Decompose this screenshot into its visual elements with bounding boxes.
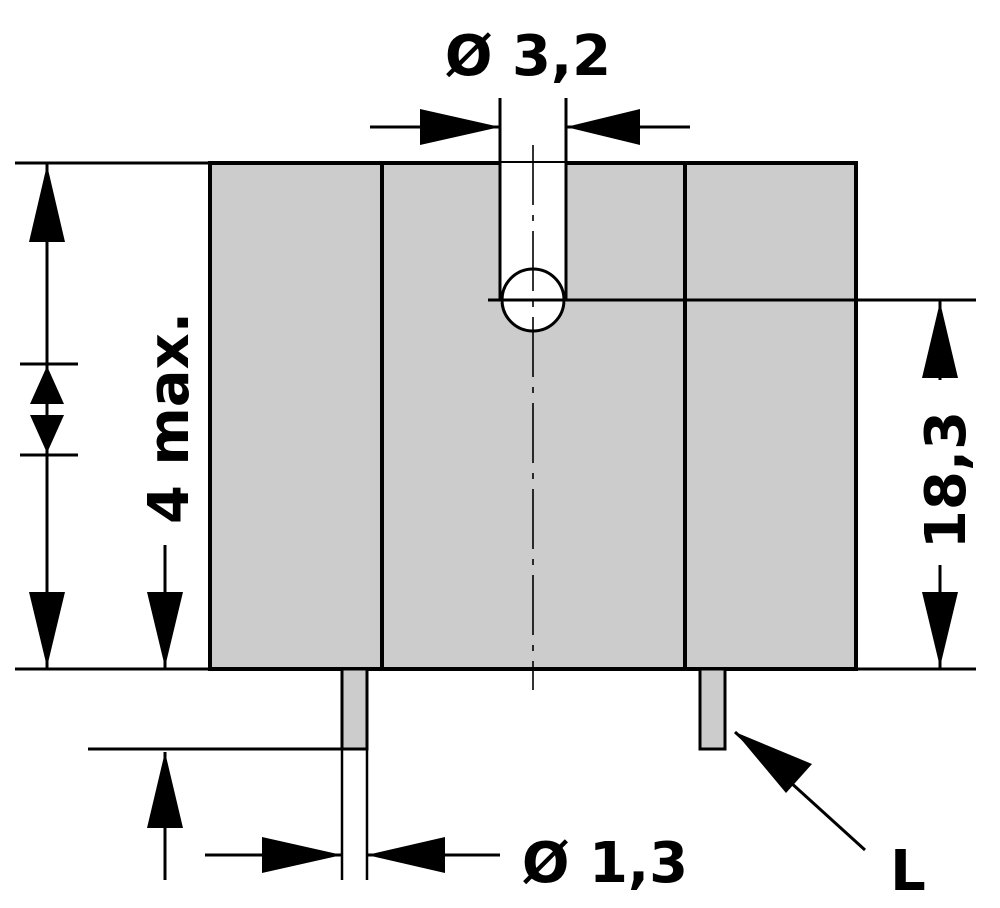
pin-length-arrowhead [147,752,183,828]
pin-dim-arrowhead-right [367,837,445,873]
label-pin-diameter: Ø 1,3 [522,831,688,896]
dimension-arrows [29,109,958,880]
max-height-arrowhead [147,592,183,667]
dimension-labels: Ø 3,2 Ø 1,3 4 max. 18,3 L [137,24,979,904]
small-arrowhead-down [30,415,64,453]
label-pin-length: L [890,839,926,904]
label-hole-offset: 18,3 [914,411,979,549]
small-arrowhead-up [30,366,64,404]
pin-dim-arrowhead-left [262,837,342,873]
hole-dim-arrowhead-right [566,109,640,145]
offset-arrowhead-bottom [922,592,958,667]
pins [340,667,727,880]
leader-arrowhead-l [735,732,812,793]
label-height-max: 4 max. [137,312,202,524]
height-arrowhead-top [29,165,65,242]
label-hole-diameter: Ø 3,2 [445,24,611,89]
offset-arrowhead-top [922,302,958,378]
height-arrowhead-bottom [29,592,65,667]
hole-dim-arrowhead-left [420,109,500,145]
pin-right [698,667,727,751]
pin-left [340,667,369,751]
mounting-slot [488,98,976,690]
